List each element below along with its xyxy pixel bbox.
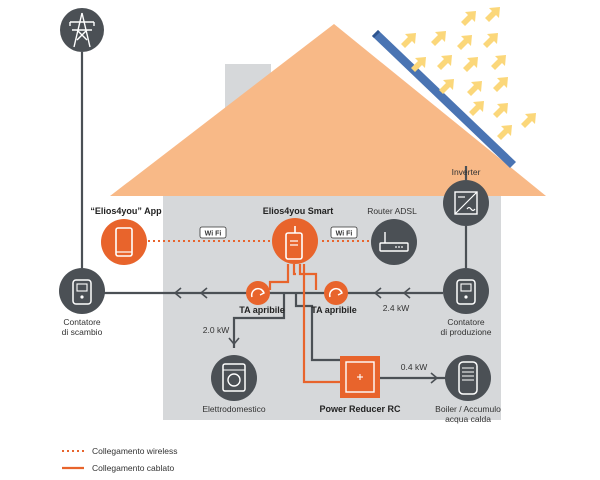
sun-ray-arrow	[491, 55, 506, 70]
flow-arrows	[173, 287, 439, 384]
solar-panel	[372, 30, 516, 168]
smart-label: Elios4you Smart	[263, 206, 334, 216]
app-label: “Elios4you” App	[90, 206, 162, 216]
legend-wired-label: Collegamento cablato	[92, 463, 174, 473]
power-boiler-value: 0.4 kW	[401, 362, 427, 372]
sun-ray-arrow	[463, 57, 478, 72]
sun-ray-arrow	[497, 125, 512, 140]
sun-ray-arrow	[469, 101, 484, 116]
reducer-label: Power Reducer RC	[319, 404, 401, 414]
sun-rays	[401, 7, 536, 140]
smartphone-icon	[101, 219, 147, 265]
sun-ray-arrow	[493, 103, 508, 118]
meter-right-label-1: Contatore	[447, 317, 485, 327]
inverter-label: Inverter	[452, 167, 481, 177]
house-roof	[110, 24, 546, 196]
inverter-icon	[443, 180, 489, 226]
legend-wireless-label: Collegamento wireless	[92, 446, 178, 456]
meter-right-label-2: di produzione	[440, 327, 491, 337]
power-reducer-icon	[340, 356, 380, 398]
wifi-label: Wi Fi	[336, 231, 353, 238]
power-left-value: 2.0 kW	[203, 325, 229, 335]
sun-ray-arrow	[401, 33, 416, 48]
energy-meter-right	[443, 268, 489, 314]
wifi-badge-right: Wi Fi	[330, 226, 358, 239]
energy-meter-left	[59, 268, 105, 314]
ta-left-label: TA apribile	[239, 305, 285, 315]
sun-ray-arrow	[439, 79, 454, 94]
wired-connections	[80, 52, 468, 384]
appliance-label: Elettrodomestico	[202, 404, 266, 414]
wifi-label: Wi Fi	[205, 231, 222, 238]
power-pylon-icon	[60, 8, 104, 52]
current-clamp-right	[324, 281, 348, 305]
sun-ray-arrow	[521, 113, 536, 128]
washing-machine-icon	[211, 355, 257, 401]
sun-ray-arrow	[467, 81, 482, 96]
sun-ray-arrow	[483, 33, 498, 48]
power-right-value: 2.4 kW	[383, 303, 409, 313]
sun-ray-arrow	[437, 55, 452, 70]
router-icon	[371, 219, 417, 265]
boiler-label-2: acqua calda	[445, 414, 491, 424]
legend: Collegamento wireless Collegamento cabla…	[62, 446, 178, 473]
router-label: Router ADSL	[367, 206, 417, 216]
sun-ray-arrow	[457, 35, 472, 50]
sun-ray-arrow	[461, 11, 476, 26]
boiler-label-1: Boiler / Accumulo	[435, 404, 501, 414]
ta-right-label: TA apribile	[311, 305, 357, 315]
current-clamp-left	[246, 281, 270, 305]
meter-left-label-2: di scambio	[62, 327, 103, 337]
sun-ray-arrow	[431, 31, 446, 46]
boiler-icon	[445, 355, 491, 401]
sun-ray-arrow	[493, 77, 508, 92]
sun-ray-arrow	[485, 7, 500, 22]
elios-device-icon	[272, 218, 318, 264]
sun-ray-arrow	[411, 57, 426, 72]
meter-left-label-1: Contatore	[63, 317, 101, 327]
wifi-badge-left: Wi Fi	[199, 226, 227, 239]
